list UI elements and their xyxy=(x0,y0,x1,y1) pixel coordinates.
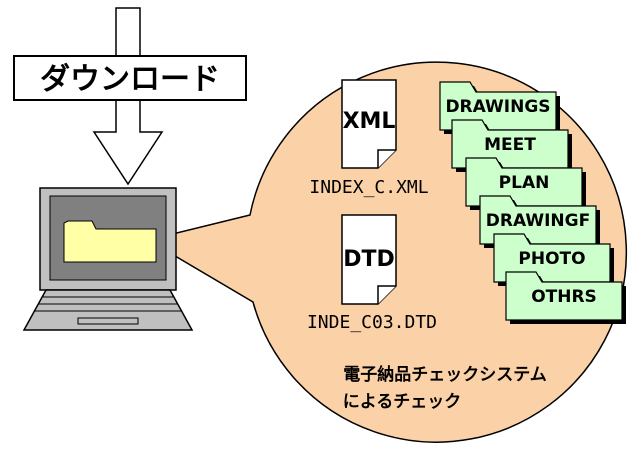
laptop-touchpad xyxy=(77,317,139,325)
laptop-keyboard xyxy=(22,289,194,331)
folder-label: OTHRS xyxy=(531,287,597,307)
download-label-box: ダウンロード xyxy=(13,55,247,101)
folder-plan: PLAN xyxy=(465,157,586,210)
folder-label: MEET xyxy=(484,135,536,155)
folder-label: DRAWINGS xyxy=(445,97,550,117)
caption-line-1: 電子納品チェックシステム xyxy=(343,364,547,385)
dtd-badge: DTD xyxy=(343,247,395,272)
xml-badge: XML xyxy=(343,109,396,134)
download-label-frame xyxy=(13,55,247,101)
laptop-icon xyxy=(22,187,194,331)
folder-icon xyxy=(465,157,583,207)
xml-filename: INDEX_C.XML xyxy=(309,177,428,198)
dtd-filename: INDE_C03.DTD xyxy=(307,312,437,333)
folder-label: PLAN xyxy=(499,173,550,193)
folder-stack: DRAWINGS MEET PLAN DRAWINGF PHOTO OTHRS xyxy=(439,81,626,324)
folder-icon xyxy=(63,220,157,263)
dtd-document-icon: DTD xyxy=(341,214,397,305)
folder-icon xyxy=(505,271,623,321)
folder-othrs: OTHRS xyxy=(505,271,626,324)
folder-label: DRAWINGF xyxy=(486,211,590,231)
folder-label: PHOTO xyxy=(518,249,585,269)
folder-icon xyxy=(493,233,611,283)
download-label: ダウンロード xyxy=(40,62,220,97)
caption-line-2: によるチェック xyxy=(343,392,462,412)
xml-document-icon: XML xyxy=(341,79,397,169)
folder-icon xyxy=(439,81,557,131)
folder-icon xyxy=(479,195,597,245)
folder-icon xyxy=(451,119,569,169)
